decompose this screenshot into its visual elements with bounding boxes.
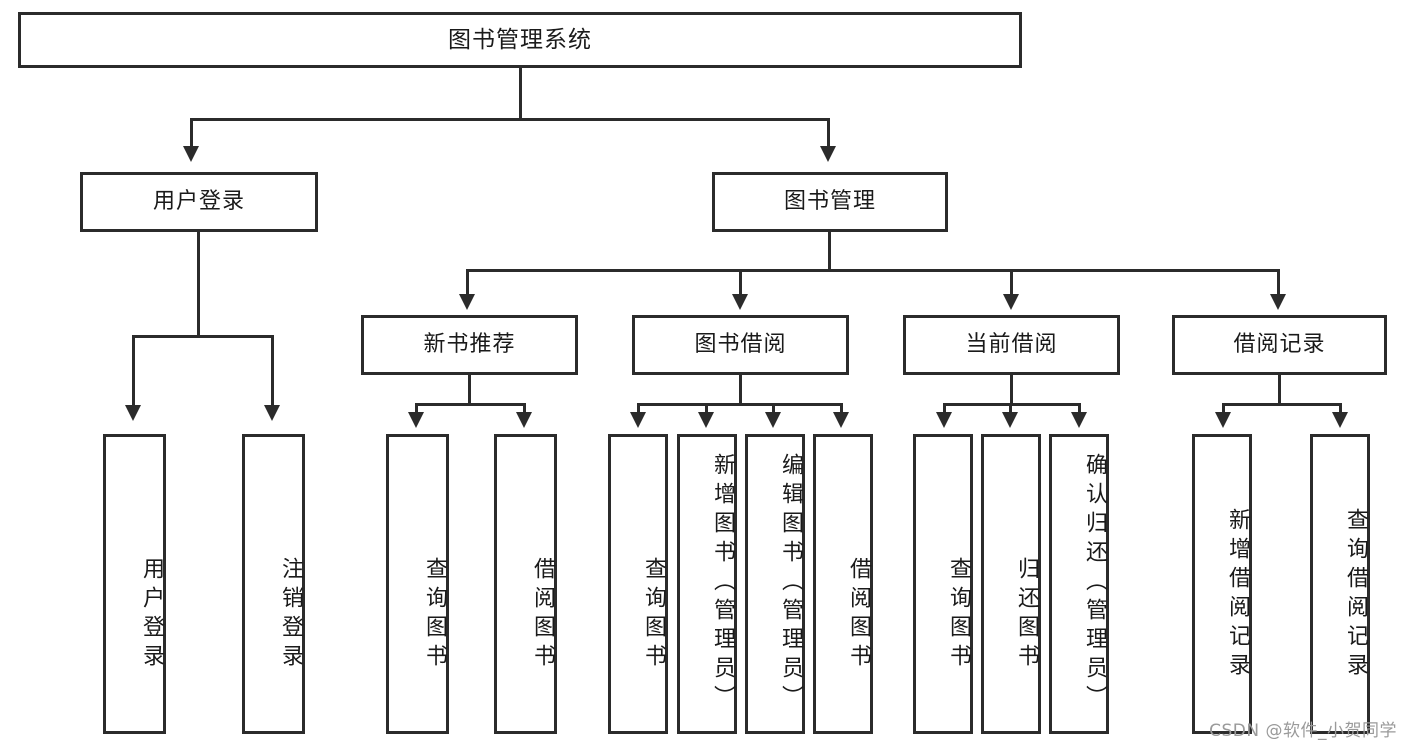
arrow-to-borrow-record xyxy=(1270,294,1286,310)
arrow-to-logout xyxy=(264,405,280,421)
arrow-current-child-1 xyxy=(936,412,952,428)
arrow-to-new-book-recommend xyxy=(459,294,475,310)
node-label: 当前借阅 xyxy=(965,332,1058,357)
edge-current-drop-3 xyxy=(1078,403,1081,415)
arrow-to-book-management xyxy=(820,146,836,162)
arrow-to-user-login xyxy=(183,146,199,162)
leaf-borrow-add-book-admin[interactable]: 新增图书（管理员） xyxy=(677,434,737,734)
node-user-login[interactable]: 用户登录 xyxy=(80,172,318,232)
edge-borrow-drop-4 xyxy=(840,403,843,415)
edge-recommend-stem xyxy=(468,375,471,405)
leaf-recommend-borrow-book[interactable]: 借阅图书 xyxy=(494,434,557,734)
node-label: 查询图书 xyxy=(641,557,666,673)
arrow-to-current-borrow xyxy=(1003,294,1019,310)
node-current-borrow[interactable]: 当前借阅 xyxy=(903,315,1120,375)
edge-user-login-drop-2 xyxy=(271,335,274,407)
node-label: 查询借阅记录 xyxy=(1343,508,1368,682)
leaf-borrow-query-book[interactable]: 查询图书 xyxy=(608,434,668,734)
node-label: 查询图书 xyxy=(422,557,447,673)
edge-current-bus xyxy=(943,403,1081,406)
leaf-logout[interactable]: 注销登录 xyxy=(242,434,305,734)
arrow-borrow-child-3 xyxy=(765,412,781,428)
arrow-borrow-child-4 xyxy=(833,412,849,428)
node-label: 用户登录 xyxy=(139,557,164,673)
leaf-user-login[interactable]: 用户登录 xyxy=(103,434,166,734)
arrow-to-login xyxy=(125,405,141,421)
node-label: 用户登录 xyxy=(152,189,245,214)
leaf-borrow-edit-book-admin[interactable]: 编辑图书（管理员） xyxy=(745,434,805,734)
arrow-borrow-child-2 xyxy=(698,412,714,428)
leaf-borrow-borrow-book[interactable]: 借阅图书 xyxy=(813,434,873,734)
edge-level2-drop-1 xyxy=(466,269,469,297)
node-label: 借阅记录 xyxy=(1233,332,1326,357)
arrow-current-child-2 xyxy=(1002,412,1018,428)
edge-record-drop-1 xyxy=(1222,403,1225,415)
edge-level2-drop-4 xyxy=(1277,269,1280,297)
node-label: 注销登录 xyxy=(278,557,303,673)
arrow-borrow-child-1 xyxy=(630,412,646,428)
node-label: 图书管理系统 xyxy=(448,26,592,53)
edge-level2-drop-2 xyxy=(739,269,742,297)
node-label: 图书管理 xyxy=(783,189,876,214)
arrow-recommend-child-2 xyxy=(516,412,532,428)
edge-record-bus xyxy=(1222,403,1342,406)
leaf-current-query-book[interactable]: 查询图书 xyxy=(913,434,973,734)
node-label: 新增借阅记录 xyxy=(1225,508,1250,682)
node-borrow-record[interactable]: 借阅记录 xyxy=(1172,315,1387,375)
edge-recommend-bus xyxy=(415,403,526,406)
edge-root-stem xyxy=(519,68,522,120)
arrow-record-child-2 xyxy=(1332,412,1348,428)
edge-level2-drop-3 xyxy=(1010,269,1013,297)
node-label: 借阅图书 xyxy=(846,557,871,673)
edge-borrow-stem xyxy=(739,375,742,405)
node-label: 归还图书 xyxy=(1014,557,1039,673)
edge-borrow-bus xyxy=(637,403,843,406)
node-label: 确认归还（管理员） xyxy=(1082,452,1107,714)
node-label: 新增图书（管理员） xyxy=(710,452,735,714)
leaf-recommend-query-book[interactable]: 查询图书 xyxy=(386,434,449,734)
node-label: 借阅图书 xyxy=(530,557,555,673)
edge-current-drop-2 xyxy=(1009,403,1012,415)
edge-user-login-stem xyxy=(197,232,200,337)
edge-record-drop-2 xyxy=(1339,403,1342,415)
edge-root-drop-right xyxy=(827,118,830,148)
leaf-current-return-book[interactable]: 归还图书 xyxy=(981,434,1041,734)
edge-borrow-drop-3 xyxy=(772,403,775,415)
arrow-recommend-child-1 xyxy=(408,412,424,428)
edge-recommend-drop-1 xyxy=(415,403,418,415)
node-book-management[interactable]: 图书管理 xyxy=(712,172,948,232)
edge-borrow-drop-2 xyxy=(705,403,708,415)
leaf-record-query-record[interactable]: 查询借阅记录 xyxy=(1310,434,1370,734)
node-label: 查询图书 xyxy=(946,557,971,673)
arrow-record-child-1 xyxy=(1215,412,1231,428)
leaf-current-confirm-return-admin[interactable]: 确认归还（管理员） xyxy=(1049,434,1109,734)
edge-current-stem xyxy=(1010,375,1013,405)
edge-record-stem xyxy=(1278,375,1281,405)
node-root-system[interactable]: 图书管理系统 xyxy=(18,12,1022,68)
node-new-book-recommend[interactable]: 新书推荐 xyxy=(361,315,578,375)
edge-borrow-drop-1 xyxy=(637,403,640,415)
edge-user-login-bus xyxy=(132,335,274,338)
arrow-to-book-borrow xyxy=(732,294,748,310)
edge-recommend-drop-2 xyxy=(523,403,526,415)
node-label: 编辑图书（管理员） xyxy=(778,452,803,714)
edge-level2-bus xyxy=(466,269,1280,272)
edge-current-drop-1 xyxy=(943,403,946,415)
node-book-borrow[interactable]: 图书借阅 xyxy=(632,315,849,375)
arrow-current-child-3 xyxy=(1071,412,1087,428)
edge-user-login-drop-1 xyxy=(132,335,135,407)
edge-root-drop-left xyxy=(190,118,193,148)
node-label: 图书借阅 xyxy=(694,332,787,357)
edge-root-bus xyxy=(190,118,830,121)
csdn-watermark: CSDN @软件_小贺同学 xyxy=(1209,721,1397,741)
leaf-record-add-record[interactable]: 新增借阅记录 xyxy=(1192,434,1252,734)
edge-book-mgmt-stem xyxy=(828,232,831,272)
node-label: 新书推荐 xyxy=(423,332,516,357)
